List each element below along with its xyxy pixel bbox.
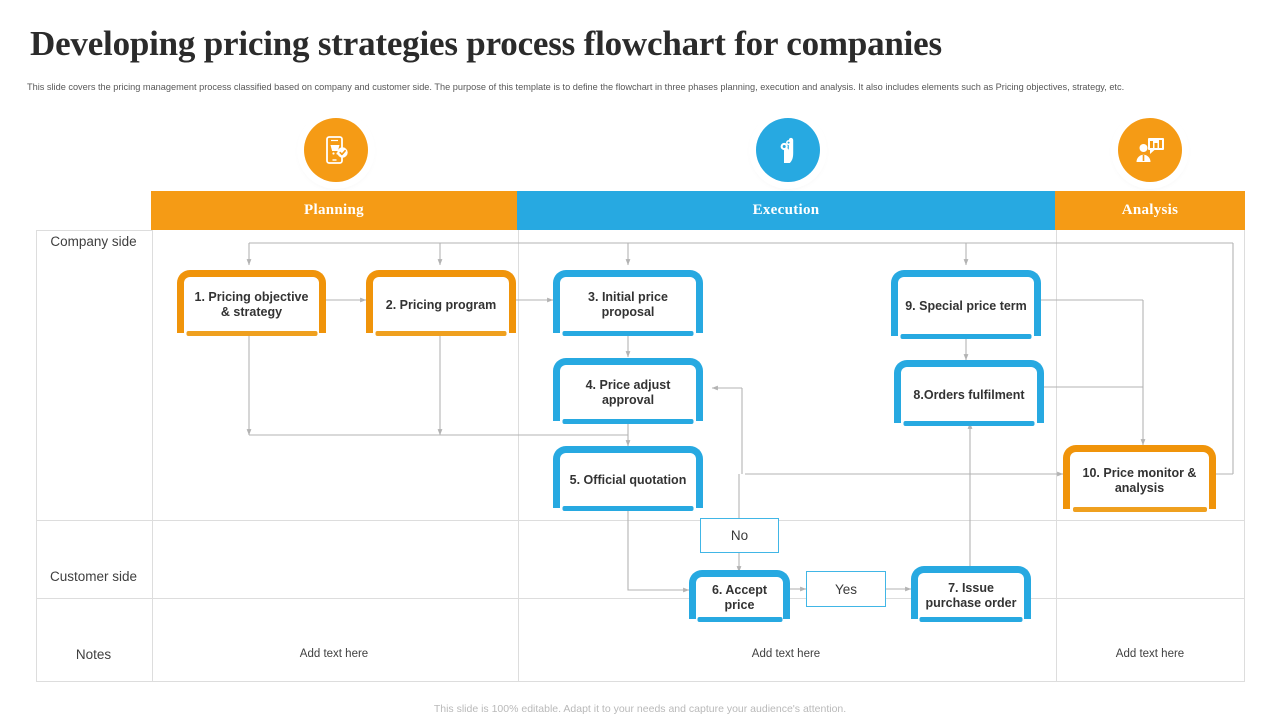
process-node-label: 2. Pricing program <box>385 297 497 312</box>
process-node-label: 7. Issue purchase order <box>925 581 1017 610</box>
presenter-chart-icon <box>1118 118 1182 182</box>
phase-header-bar: Planning Execution Analysis <box>151 191 1245 230</box>
node-underline <box>562 331 694 336</box>
phase-header-analysis[interactable]: Analysis <box>1055 191 1245 230</box>
process-node-label: 5. Official quotation <box>569 473 687 487</box>
process-node-4[interactable]: 4. Price adjust approval <box>553 358 703 424</box>
decision-box-yes[interactable]: Yes <box>806 571 886 607</box>
row-label-customer-side: Customer side <box>49 569 138 584</box>
node-underline <box>562 419 694 424</box>
decision-box-no[interactable]: No <box>700 518 779 553</box>
node-underline <box>903 421 1035 426</box>
process-node-1[interactable]: 1. Pricing objective & strategy <box>177 270 326 336</box>
process-node-10[interactable]: 10. Price monitor & analysis <box>1063 445 1216 512</box>
process-node-label: 4. Price adjust approval <box>585 378 671 407</box>
phase-label: Planning <box>304 202 364 218</box>
process-node-9[interactable]: 9. Special price term <box>891 270 1041 339</box>
node-underline <box>562 506 694 511</box>
process-node-2[interactable]: 2. Pricing program <box>366 270 516 336</box>
grid-vline-execution <box>1056 230 1057 681</box>
process-node-label: 6. Accept price <box>711 583 768 612</box>
process-node-6[interactable]: 6. Accept price <box>689 570 790 622</box>
process-node-7[interactable]: 7. Issue purchase order <box>911 566 1031 622</box>
hand-gear-icon <box>756 118 820 182</box>
node-underline <box>186 331 317 336</box>
phase-header-execution[interactable]: Execution <box>517 191 1055 230</box>
phase-header-planning[interactable]: Planning <box>151 191 517 230</box>
row-label-company-side: Company side <box>50 234 137 249</box>
phase-label: Analysis <box>1121 202 1179 218</box>
row-label-notes: Notes <box>75 647 112 662</box>
grid-vline-planning <box>518 230 519 681</box>
mobile-pricing-icon <box>304 118 368 182</box>
grid-top-border <box>37 230 152 231</box>
node-underline <box>1072 507 1207 512</box>
node-underline <box>697 617 782 622</box>
process-node-label: 10. Price monitor & analysis <box>1082 465 1197 495</box>
decision-label: Yes <box>834 581 858 597</box>
node-underline <box>375 331 507 336</box>
process-node-label: 8.Orders fulfilment <box>913 387 1025 402</box>
notes-cell-planning[interactable]: Add text here <box>299 648 369 660</box>
process-node-label: 1. Pricing objective & strategy <box>194 290 309 319</box>
node-underline <box>919 617 1023 622</box>
node-underline <box>900 334 1032 339</box>
phase-label: Execution <box>752 202 820 218</box>
process-node-label: 9. Special price term <box>905 299 1027 313</box>
notes-cell-execution[interactable]: Add text here <box>751 648 821 660</box>
process-node-3[interactable]: 3. Initial price proposal <box>553 270 703 336</box>
grid-hline-customer <box>37 520 1244 521</box>
process-node-5[interactable]: 5. Official quotation <box>553 446 703 511</box>
grid-vline-labels <box>152 230 153 681</box>
decision-label: No <box>730 528 749 543</box>
slide-subtitle: This slide covers the pricing management… <box>27 82 1125 92</box>
footer-note: This slide is 100% editable. Adapt it to… <box>433 703 847 715</box>
process-node-label: 3. Initial price proposal <box>588 290 668 319</box>
notes-cell-analysis[interactable]: Add text here <box>1115 648 1185 660</box>
page-title: Developing pricing strategies process fl… <box>30 24 942 63</box>
process-node-8[interactable]: 8.Orders fulfilment <box>894 360 1044 426</box>
grid-hline-notes <box>37 598 1244 599</box>
